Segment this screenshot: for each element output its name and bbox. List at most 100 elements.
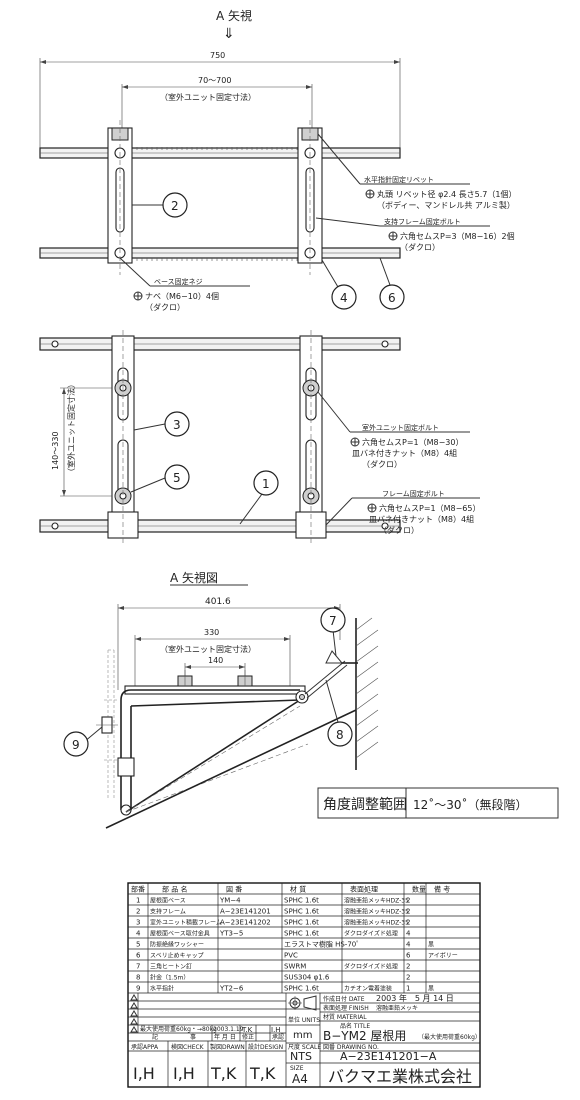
drawing-no: A−23E141201−A	[340, 1050, 437, 1063]
table-cell-part-name: 支持フレーム	[150, 908, 186, 916]
table-header-drawing-no: 図 番	[226, 886, 242, 894]
dim-140: 140	[208, 656, 223, 665]
table-cell-drawing-no: A−23E141202	[220, 919, 271, 927]
title-block: 最大使用荷重60kg・→80kg 2003.1.19 T.K I.H 記 事 年…	[128, 993, 481, 1087]
table-cell-qty: 1	[406, 985, 410, 993]
table-cell-qty: 6	[406, 952, 411, 960]
table-cell-part-name: スベリ止めキャップ	[150, 952, 204, 960]
table-cell-remarks: 黒	[428, 942, 434, 949]
table-cell-part-no: 9	[136, 985, 140, 993]
table-cell-drawing-no: YM−4	[219, 897, 241, 905]
table-cell-material: SPHC 1.6t	[284, 930, 319, 938]
table-cell-finish: 溶融亜鉛メッキHDZ-35	[344, 908, 409, 916]
approval-label-0: 承認APPA	[131, 1043, 159, 1051]
callout-2: 2	[171, 199, 179, 213]
side-view: A 矢視図 401.6 330 （室外ユニット固定寸法） 140	[63, 570, 559, 829]
table-cell-material: SPHC 1.6t	[284, 919, 319, 927]
top-view-title: A 矢視	[216, 8, 252, 23]
dim-mount-range: 70〜700	[198, 76, 231, 85]
projection-symbol-icon	[288, 995, 317, 1011]
table-cell-part-name: 針金（1.5m）	[150, 974, 189, 982]
finish-value: 溶融亜鉛メッキ	[376, 1004, 418, 1012]
table-cell-remarks: アイボリー	[428, 952, 458, 960]
table-header-qty: 数量	[412, 885, 426, 894]
note-unit-bolt-line2: 皿バネ付きナット（M8）4組	[352, 448, 457, 458]
title-value: B−YM2 屋根用	[323, 1029, 406, 1043]
title-suffix: （最大使用荷重60kg）	[418, 1033, 481, 1041]
approval-value-3: T,K	[249, 1064, 276, 1083]
callout-4: 4	[340, 291, 348, 305]
table-cell-remarks: 黒	[428, 986, 434, 993]
table-cell-part-no: 2	[136, 908, 140, 916]
revision-marks	[130, 994, 138, 1033]
table-cell-part-no: 7	[136, 963, 140, 971]
dim-overall: 750	[210, 51, 225, 60]
callout-5: 5	[173, 471, 181, 485]
table-cell-qty: 2	[406, 963, 410, 971]
table-cell-material: エラストマ樹脂 HS-70ﾟ	[284, 940, 360, 949]
note-fr-bolt-line1: 六角セムスP=1（M8−65）	[379, 503, 481, 513]
date-label: 作成日付 DATE	[323, 995, 365, 1003]
approval-label-3: 設計DESIGN	[248, 1043, 283, 1051]
note-unit-bolt-title: 室外ユニット固定ボルト	[362, 423, 439, 432]
note-unit-bolt-line3: （ダクロ）	[362, 459, 402, 469]
note-frame-bolt-line2: （ダクロ）	[400, 242, 440, 252]
approval-value-1: I,H	[173, 1064, 195, 1083]
angle-value: 12˚〜30˚（無段階）	[413, 797, 528, 812]
table-cell-qty: 2	[406, 897, 410, 905]
table-cell-finish: ダクロダイズド処理	[344, 963, 398, 971]
table-cell-qty: 2	[406, 974, 410, 982]
dim-side-note: （室外ユニット固定寸法）	[66, 380, 76, 476]
table-header-part-name: 部 品 名	[162, 885, 187, 894]
unit-label: 単位 UNITS	[288, 1016, 320, 1024]
view-direction-arrow-icon: ⇓	[223, 26, 235, 42]
table-cell-qty: 4	[406, 941, 411, 949]
note-base-screw-title: ベース固定ネジ	[154, 277, 203, 286]
callout-6: 6	[388, 291, 396, 305]
table-cell-drawing-no: YT2−6	[219, 985, 244, 993]
table-header-finish: 表面処理	[350, 885, 378, 894]
table-cell-part-no: 5	[136, 941, 140, 949]
load-note: 最大使用荷重60kg・→80kg	[140, 1025, 217, 1033]
table-cell-material: PVC	[284, 952, 298, 960]
rev-label-2: 年 月 日	[214, 1033, 236, 1041]
table-cell-part-name: 屋根面ベース	[150, 897, 186, 905]
side-view-title: A 矢視図	[170, 570, 218, 585]
table-cell-material: SUS304 φ1.6	[284, 974, 330, 982]
table-cell-qty: 2	[406, 908, 410, 916]
table-cell-qty: 4	[406, 930, 411, 938]
note-unit-bolt-line1: 六角セムスP=1（M8−30）	[362, 437, 464, 447]
dim-total: 401.6	[205, 597, 231, 607]
approval-value-2: T,K	[210, 1064, 237, 1083]
table-cell-drawing-no: A−23E141201	[220, 908, 271, 916]
approval-value-0: I,H	[133, 1064, 155, 1083]
scale-label: 尺度 SCALE	[288, 1043, 321, 1051]
date-value: 2003 年 5 月 14 日	[376, 993, 454, 1003]
rev-date: 2003.1.19	[213, 1026, 244, 1033]
table-cell-part-name: 三角ヒートン釘	[150, 963, 192, 971]
note-rivet-line2: （ボディー、マンドレル共 アルミ製）	[377, 200, 515, 210]
unit-value: mm	[293, 1030, 312, 1041]
table-cell-part-no: 8	[136, 974, 140, 982]
rev-label-3: 修正	[242, 1033, 254, 1041]
table-cell-finish: カチオン電着塗装	[344, 985, 392, 993]
bracket-plan-view: 140〜330 （室外ユニット固定寸法） 3 5 1 室外ユニット固定ボルト 六…	[39, 330, 481, 545]
finish-label: 表面処理 FINISH	[323, 1004, 369, 1012]
dim-mount-note: （室外ユニット固定寸法）	[160, 92, 256, 102]
note-rivet-title: 水平指針固定リベット	[364, 175, 434, 184]
callout-3: 3	[173, 418, 181, 432]
table-header-part-no: 部番	[131, 885, 145, 894]
table-cell-material: SPHC 1.6t	[284, 897, 319, 905]
rev-by-1: T.K	[241, 1026, 253, 1034]
note-base-screw-line2: （ダクロ）	[145, 302, 185, 312]
table-cell-material: SWRM	[284, 963, 306, 971]
company-name: バクマエ業株式会社	[328, 1067, 472, 1086]
table-cell-part-name: 防振絶縁ワッシャー	[150, 941, 204, 949]
callout-1: 1	[262, 477, 270, 491]
size-value: A4	[292, 1072, 308, 1086]
angle-label: 角度調整範囲	[323, 796, 407, 813]
material-label: 材質 MATERIAL	[323, 1013, 367, 1021]
title-label: 品名 TITLE	[340, 1022, 370, 1030]
